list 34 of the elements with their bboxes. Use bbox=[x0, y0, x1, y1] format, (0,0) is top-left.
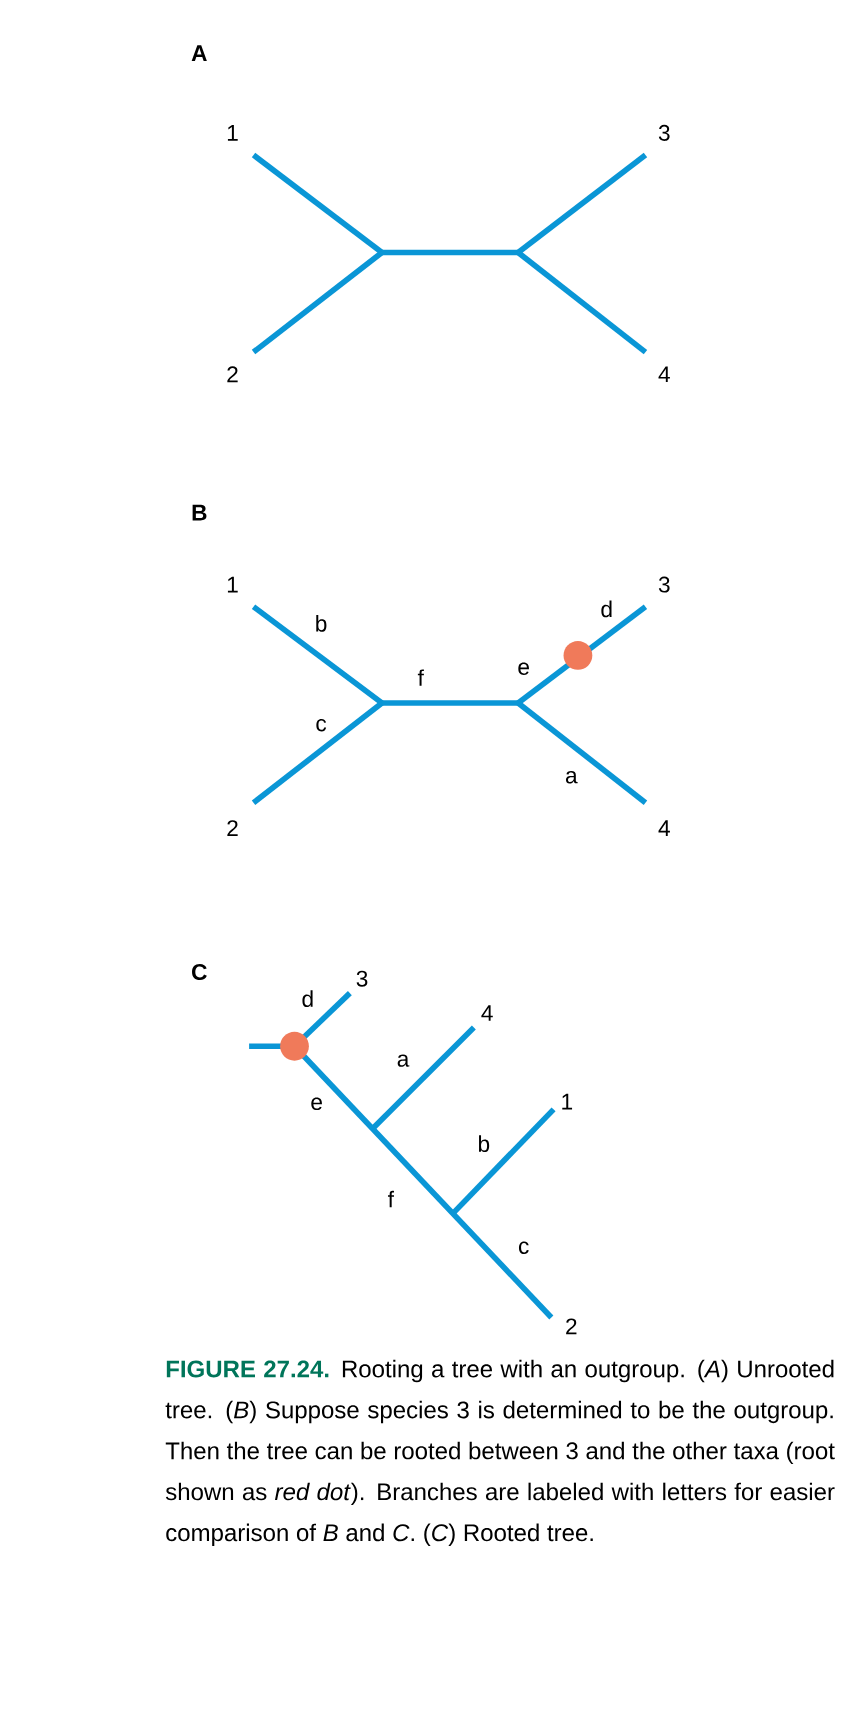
leaf-number: 1 bbox=[227, 125, 238, 141]
branch-letter: f bbox=[387, 1190, 394, 1208]
leaf-number: 1 bbox=[227, 576, 238, 593]
caption: Then the tree can be rooted between 3 and the other taxa (root bbox=[165, 1441, 835, 1465]
panel-letter: A bbox=[191, 45, 207, 61]
caption: FIGURE 27.24. Rooting a tree with an outgroup. (A) Unrooted tree. (B) Suppose species 3 is determined to be the outgroup. Then the tree can be rooted between 3 and the other taxa (root shown as red dot). Branches are labeled with letters for easier comparison of B and C. (C) Rooted tree. bbox=[165, 1359, 835, 1546]
branch-letter: e bbox=[518, 662, 529, 675]
leaf-number: 2 bbox=[227, 820, 238, 837]
leaf-number: 4 bbox=[658, 820, 670, 836]
leaf-number: 4 bbox=[481, 1005, 493, 1021]
leaf-number: 2 bbox=[227, 366, 238, 383]
panel-letter: C bbox=[191, 964, 207, 981]
leaf-number: 4 bbox=[658, 366, 670, 382]
branch-letter: e bbox=[311, 1097, 322, 1111]
leaf-number: 1 bbox=[562, 1093, 572, 1110]
leaf-number: 3 bbox=[658, 124, 670, 141]
branch-letter: a bbox=[565, 771, 578, 784]
leaf-number: 3 bbox=[356, 970, 368, 987]
branch-letter: b bbox=[316, 615, 327, 632]
caption: tree. (B) Suppose species 3 is determined to be the outgroup. bbox=[165, 1400, 833, 1424]
branch-letter: c bbox=[316, 719, 326, 732]
panel-letter: B bbox=[192, 504, 207, 521]
branch-letter: a bbox=[397, 1054, 410, 1067]
caption: comparison of B and C. (C) Rooted tree. bbox=[166, 1523, 593, 1546]
diagram-title: FIGURE 27.24. bbox=[166, 1360, 329, 1378]
caption: Rooting a tree with an outgroup. (A) Unrooted bbox=[342, 1359, 834, 1383]
branch-letter: b bbox=[478, 1135, 490, 1152]
branch-letter: f bbox=[417, 669, 424, 686]
leaf-number: 3 bbox=[658, 576, 670, 593]
caption: shown as red dot). Branches are labeled with letters for easier bbox=[165, 1482, 835, 1506]
branch-letter: d bbox=[302, 990, 313, 1007]
branch-letter: d bbox=[601, 600, 612, 618]
branch-letter: c bbox=[518, 1241, 529, 1254]
leaf-number: 2 bbox=[566, 1318, 577, 1335]
